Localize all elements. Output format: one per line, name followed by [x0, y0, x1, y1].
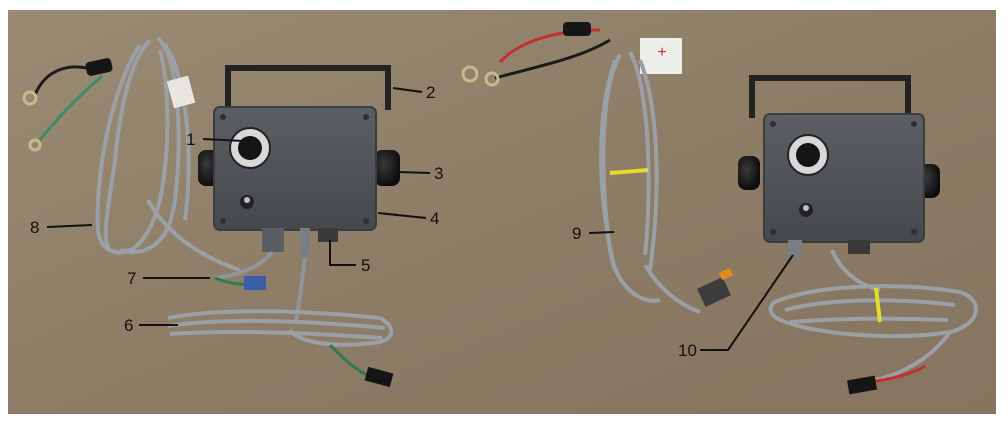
plug-6: [364, 366, 394, 388]
callout-6: 6: [124, 316, 134, 335]
ring-terminal-9a: [461, 65, 479, 83]
callout-2: 2: [426, 83, 436, 102]
cable-coil-8: [95, 36, 241, 272]
fuse-holder-8: [85, 58, 113, 76]
callout-3: 3: [434, 164, 444, 183]
wire-green-8: [38, 74, 103, 141]
control-box-right: [763, 113, 925, 243]
ring-terminal-8a: [22, 90, 38, 106]
cable-6-drop: [294, 257, 307, 321]
bracket-left: [225, 65, 391, 110]
callout-9: 9: [572, 224, 582, 243]
side-knob-right-left: [738, 156, 760, 190]
leader-8: [46, 224, 93, 228]
connector-7-left: [262, 228, 284, 252]
leader-10: [700, 254, 794, 351]
leader-2: [392, 87, 423, 93]
callout-8: 8: [30, 218, 40, 237]
tag-8: [166, 75, 196, 109]
wire-black-9: [494, 38, 611, 80]
side-knob-right: [374, 150, 400, 186]
leader-3: [397, 171, 431, 174]
dial-knob-right: [796, 143, 820, 167]
callout-5: 5: [361, 256, 371, 275]
ring-terminal-9b: [484, 71, 500, 87]
cable-7: [214, 250, 274, 280]
callout-10: 10: [678, 341, 697, 360]
cable-coil-9: [599, 51, 701, 314]
connector-9: [697, 277, 731, 307]
tag-plus: [640, 38, 682, 74]
leader-9: [588, 231, 615, 234]
plug-7: [244, 276, 266, 290]
wire-red-right: [869, 364, 926, 384]
dial-knob-left: [238, 136, 262, 160]
callout-4: 4: [430, 209, 440, 228]
leader-1: [202, 138, 245, 142]
connector-5-left: [318, 228, 338, 242]
plug-right: [846, 375, 878, 395]
bracket-right: [749, 75, 911, 124]
cable-coil-6: [167, 309, 394, 347]
callout-1: 1: [186, 130, 196, 149]
leader-5: [329, 240, 356, 266]
connector-right-box: [848, 240, 870, 254]
callout-7: 7: [127, 269, 137, 288]
control-box-left: [213, 106, 377, 231]
leader-4: [377, 212, 427, 219]
tag-plus-text: +: [657, 44, 666, 61]
ring-terminal-8b: [28, 138, 42, 152]
fuse-holder-9: [563, 22, 591, 36]
